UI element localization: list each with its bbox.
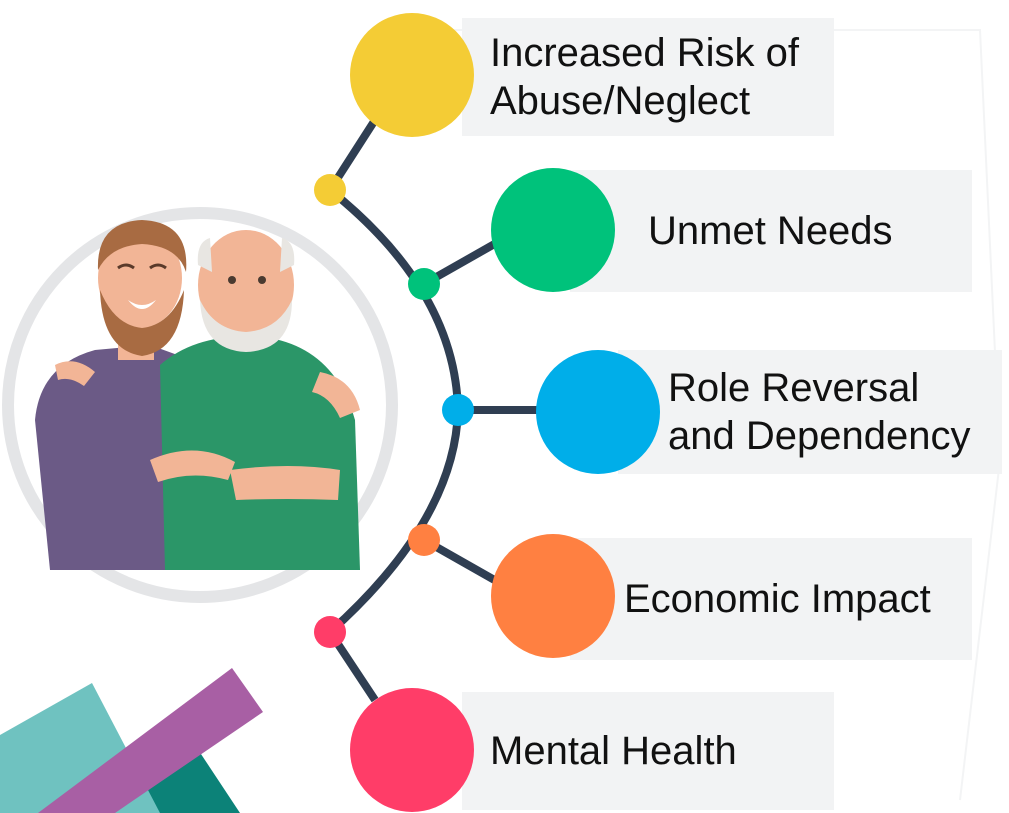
older-man-eye-left — [228, 276, 236, 284]
young-man-eyes — [117, 263, 167, 270]
green-shirt — [160, 336, 360, 570]
older-man-beard — [200, 300, 292, 352]
older-man-side-hair — [197, 238, 295, 272]
item-label-5: Mental Health — [462, 692, 834, 810]
item-label-1: Increased Risk of Abuse/Neglect — [462, 18, 834, 136]
joint-dot-4 — [408, 524, 440, 556]
arm-on-shoulder — [55, 361, 95, 386]
item-4-line-1: Economic Impact — [624, 577, 931, 621]
young-man-face — [98, 228, 182, 328]
joint-dot-5 — [314, 616, 346, 648]
decorative-stripes — [0, 668, 263, 813]
older-man-eye-right — [258, 276, 266, 284]
item-1-line-2: Abuse/Neglect — [490, 79, 751, 123]
joint-dot-2 — [408, 268, 440, 300]
young-man-hand — [150, 450, 235, 482]
young-man-hair — [97, 220, 187, 272]
item-3-line-1: Role Reversal — [668, 366, 920, 410]
young-man-smile — [128, 300, 156, 309]
joint-dot-1 — [314, 174, 346, 206]
item-label-3: Role Reversal and Dependency — [618, 350, 1002, 474]
young-man-beard — [100, 290, 184, 356]
item-label-4: Economic Impact — [570, 538, 972, 660]
item-1-line-1: Increased Risk of — [490, 31, 800, 75]
item-label-2: Unmet Needs — [570, 170, 972, 292]
older-man-face — [198, 230, 294, 340]
older-man-hand-shoulder — [312, 372, 360, 418]
photo-ring — [2, 207, 398, 603]
two-men-hugging-illustration — [35, 220, 360, 570]
stripe-purple — [38, 668, 263, 813]
connector-lines — [326, 117, 540, 703]
joint-dot-3 — [442, 394, 474, 426]
item-5-line-1: Mental Health — [490, 729, 737, 773]
item-3-line-2: and Dependency — [668, 414, 971, 458]
older-man-forearm — [230, 466, 340, 500]
item-2-line-1: Unmet Needs — [648, 209, 893, 253]
